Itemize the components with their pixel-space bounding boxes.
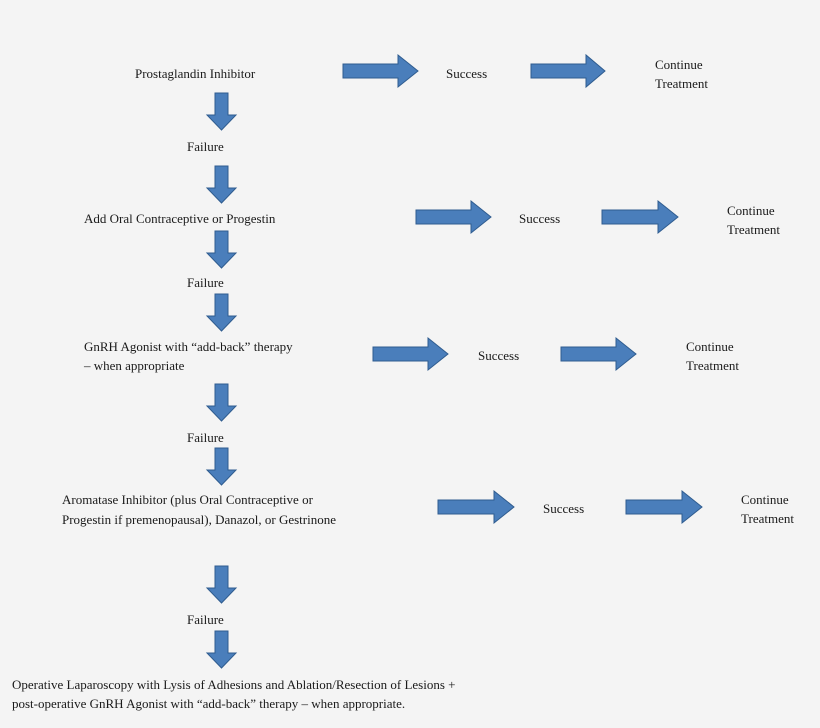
right-arrow-step3-to-continue [560,336,637,372]
down-arrow-failure2-to-step3 [205,293,238,332]
step3-label-line1: GnRH Agonist with “add-back” therapy [84,339,293,354]
step4-continue-line1: Continue [741,492,789,507]
right-arrow-step3-to-success [372,336,449,372]
step4-label-line1: Aromatase Inhibitor (plus Oral Contracep… [62,492,313,507]
down-arrow-step1-to-failure [205,92,238,131]
down-arrow-failure4-to-final [205,630,238,669]
right-arrow-step1-to-success [342,53,419,89]
step2-continue-line1: Continue [727,203,775,218]
step2-label: Add Oral Contraceptive or Progestin [84,211,276,226]
right-arrow-step4-to-success [437,489,515,525]
step1-success-label: Success [446,66,488,81]
final-step-line2: post-operative GnRH Agonist with “add-ba… [12,696,406,711]
down-arrow-step2-to-failure [205,230,238,269]
step1-label: Prostaglandin Inhibitor [135,66,256,81]
step1-continue-line1: Continue [655,57,703,72]
down-arrow-failure3-to-step4 [205,447,238,486]
failure-label-2: Failure [187,275,224,290]
down-arrow-failure1-to-step2 [205,165,238,204]
right-arrow-step4-to-continue [625,489,703,525]
final-step-line1: Operative Laparoscopy with Lysis of Adhe… [12,677,456,692]
step3-success-label: Success [478,348,520,363]
failure-label-1: Failure [187,139,224,154]
step2-success-label: Success [519,211,561,226]
failure-label-3: Failure [187,430,224,445]
right-arrow-step2-to-continue [601,199,679,235]
down-arrow-step3-to-failure [205,383,238,422]
step4-success-label: Success [543,501,585,516]
right-arrow-step1-to-continue [530,53,606,89]
right-arrow-step2-to-success [415,199,492,235]
step4-continue-line2: Treatment [741,511,794,526]
step3-continue-line2: Treatment [686,358,739,373]
step3-label-line2: – when appropriate [84,358,185,373]
step1-continue-line2: Treatment [655,76,708,91]
step3-continue-line1: Continue [686,339,734,354]
failure-label-4: Failure [187,612,224,627]
step2-continue-line2: Treatment [727,222,780,237]
down-arrow-step4-to-failure [205,565,238,604]
step4-label-line2: Progestin if premenopausal), Danazol, or… [62,512,337,527]
